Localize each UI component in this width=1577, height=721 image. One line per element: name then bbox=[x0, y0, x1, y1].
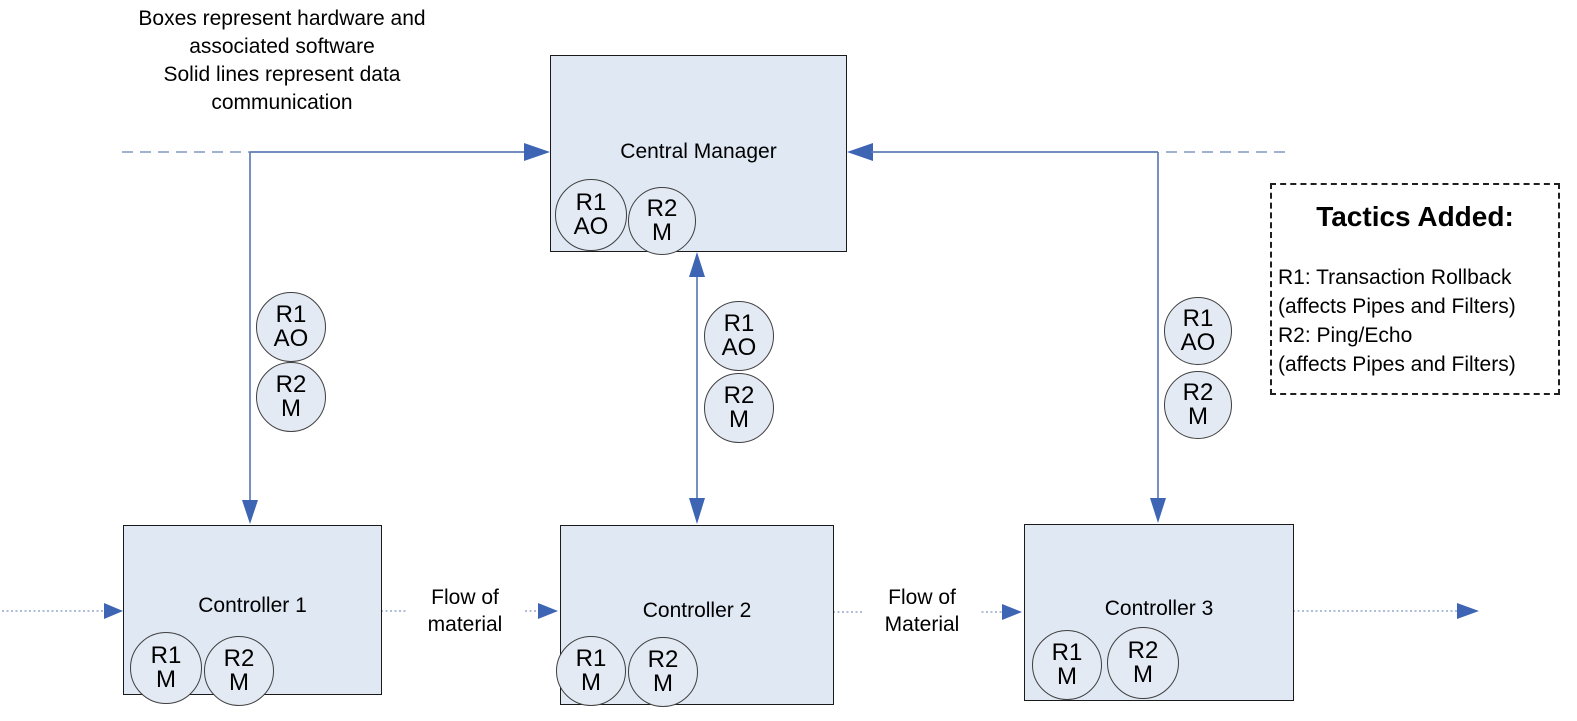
arrowhead-into-controller3-top bbox=[1150, 498, 1166, 523]
flow-label-c1-c2: Flow of material bbox=[406, 584, 524, 638]
tactic-badge-label: M bbox=[652, 219, 672, 246]
tactic-badge-label: R1 bbox=[150, 641, 182, 669]
tactic-badge-label: M bbox=[281, 395, 301, 422]
node-central-manager-label: Central Manager bbox=[620, 140, 777, 163]
node-central-manager: Central Manager bbox=[550, 55, 847, 252]
tactic-badge-link2-r2: R2 M bbox=[704, 373, 774, 443]
tactic-badge-label: M bbox=[729, 406, 749, 433]
tactic-badge-cm-r1: R1 AO bbox=[555, 179, 627, 251]
tactic-badge-label: R2 bbox=[1127, 636, 1159, 664]
tactic-badge-c2-r1: R1 M bbox=[556, 636, 626, 706]
node-controller-1-label: Controller 1 bbox=[198, 594, 307, 617]
tactic-badge-label: M bbox=[653, 670, 673, 697]
tactics-panel-line: (affects Pipes and Filters) bbox=[1278, 353, 1516, 376]
tactic-badge-label: AO bbox=[273, 325, 309, 352]
tactic-badge-link3-r1: R1 AO bbox=[1164, 297, 1232, 365]
tactic-badge-label: R2 bbox=[646, 194, 678, 222]
tactic-badge-label: R1 bbox=[1182, 304, 1214, 332]
tactic-badge-c1-r2: R2 M bbox=[204, 636, 274, 706]
tactic-badge-label: AO bbox=[721, 334, 757, 361]
flow-arrowhead-controller1 bbox=[104, 603, 123, 619]
tactic-badge-c2-r2: R2 M bbox=[628, 637, 698, 707]
arrowhead-into-central-manager-right bbox=[847, 143, 873, 161]
flow-label-line: Material bbox=[884, 613, 960, 636]
tactics-panel-line: R2: Ping/Echo bbox=[1278, 324, 1413, 347]
tactic-badge-label: R2 bbox=[275, 370, 307, 398]
tactic-badge-label: AO bbox=[573, 213, 609, 240]
tactic-badge-label: M bbox=[1057, 663, 1077, 690]
tactics-panel-title: Tactics Added: bbox=[1316, 201, 1514, 232]
arrowhead-into-controller2-top bbox=[689, 498, 705, 524]
tactic-badge-label: R2 bbox=[223, 644, 255, 672]
tactic-badge-label: R1 bbox=[1051, 638, 1083, 666]
flow-arrowhead-controller2 bbox=[538, 603, 558, 619]
legend-note: Boxes represent hardware and associated … bbox=[108, 5, 456, 117]
tactics-panel-line: (affects Pipes and Filters) bbox=[1278, 295, 1516, 318]
flow-arrowhead-exit bbox=[1457, 603, 1479, 619]
tactic-badge-label: R1 bbox=[575, 644, 607, 672]
legend-note-line: associated software bbox=[189, 35, 375, 58]
tactic-badge-link2-r1: R1 AO bbox=[704, 301, 774, 371]
arrowhead-into-central-manager-left bbox=[524, 143, 550, 161]
tactic-badge-cm-r2: R2 M bbox=[628, 187, 696, 255]
flow-label-line: Flow of bbox=[431, 586, 499, 609]
tactic-badge-label: M bbox=[156, 666, 176, 693]
tactic-badge-c1-r1: R1 M bbox=[130, 632, 202, 704]
tactic-badge-c3-r2: R2 M bbox=[1107, 627, 1179, 699]
flow-label-line: Flow of bbox=[888, 586, 956, 609]
flow-label-line: material bbox=[427, 613, 503, 636]
node-controller-2-label: Controller 2 bbox=[642, 599, 752, 622]
tactic-badge-label: R1 bbox=[723, 309, 755, 337]
tactic-badge-c3-r1: R1 M bbox=[1032, 630, 1102, 700]
tactics-panel-body: R1: Transaction Rollback (affects Pipes … bbox=[1278, 263, 1554, 379]
flow-arrowhead-controller3 bbox=[1002, 604, 1022, 620]
tactic-badge-label: M bbox=[1133, 661, 1153, 688]
tactic-badge-label: M bbox=[1188, 403, 1208, 430]
tactic-badge-label: AO bbox=[1180, 329, 1216, 356]
legend-note-line: Solid lines represent data bbox=[163, 63, 401, 86]
tactic-badge-label: R1 bbox=[575, 188, 607, 216]
tactic-badge-label: R2 bbox=[723, 381, 755, 409]
legend-note-line: Boxes represent hardware and bbox=[138, 7, 426, 30]
arrowhead-into-controller1-top bbox=[242, 500, 258, 524]
tactic-badge-label: R2 bbox=[647, 645, 679, 673]
tactic-badge-link1-r2: R2 M bbox=[256, 362, 326, 432]
tactic-badge-link3-r2: R2 M bbox=[1164, 371, 1232, 439]
tactic-badge-label: M bbox=[581, 669, 601, 696]
tactics-panel-line: R1: Transaction Rollback bbox=[1278, 266, 1512, 289]
legend-note-line: communication bbox=[211, 91, 353, 114]
tactic-badge-link1-r1: R1 AO bbox=[256, 292, 326, 362]
arrowhead-into-central-manager-bottom bbox=[689, 252, 705, 277]
flow-label-c2-c3: Flow of Material bbox=[863, 584, 981, 638]
node-controller-3-label: Controller 3 bbox=[1104, 597, 1214, 620]
tactic-badge-label: R2 bbox=[1182, 378, 1214, 406]
tactics-panel: Tactics Added: R1: Transaction Rollback … bbox=[1270, 183, 1560, 395]
tactic-badge-label: M bbox=[229, 669, 249, 696]
tactic-badge-label: R1 bbox=[275, 300, 307, 328]
